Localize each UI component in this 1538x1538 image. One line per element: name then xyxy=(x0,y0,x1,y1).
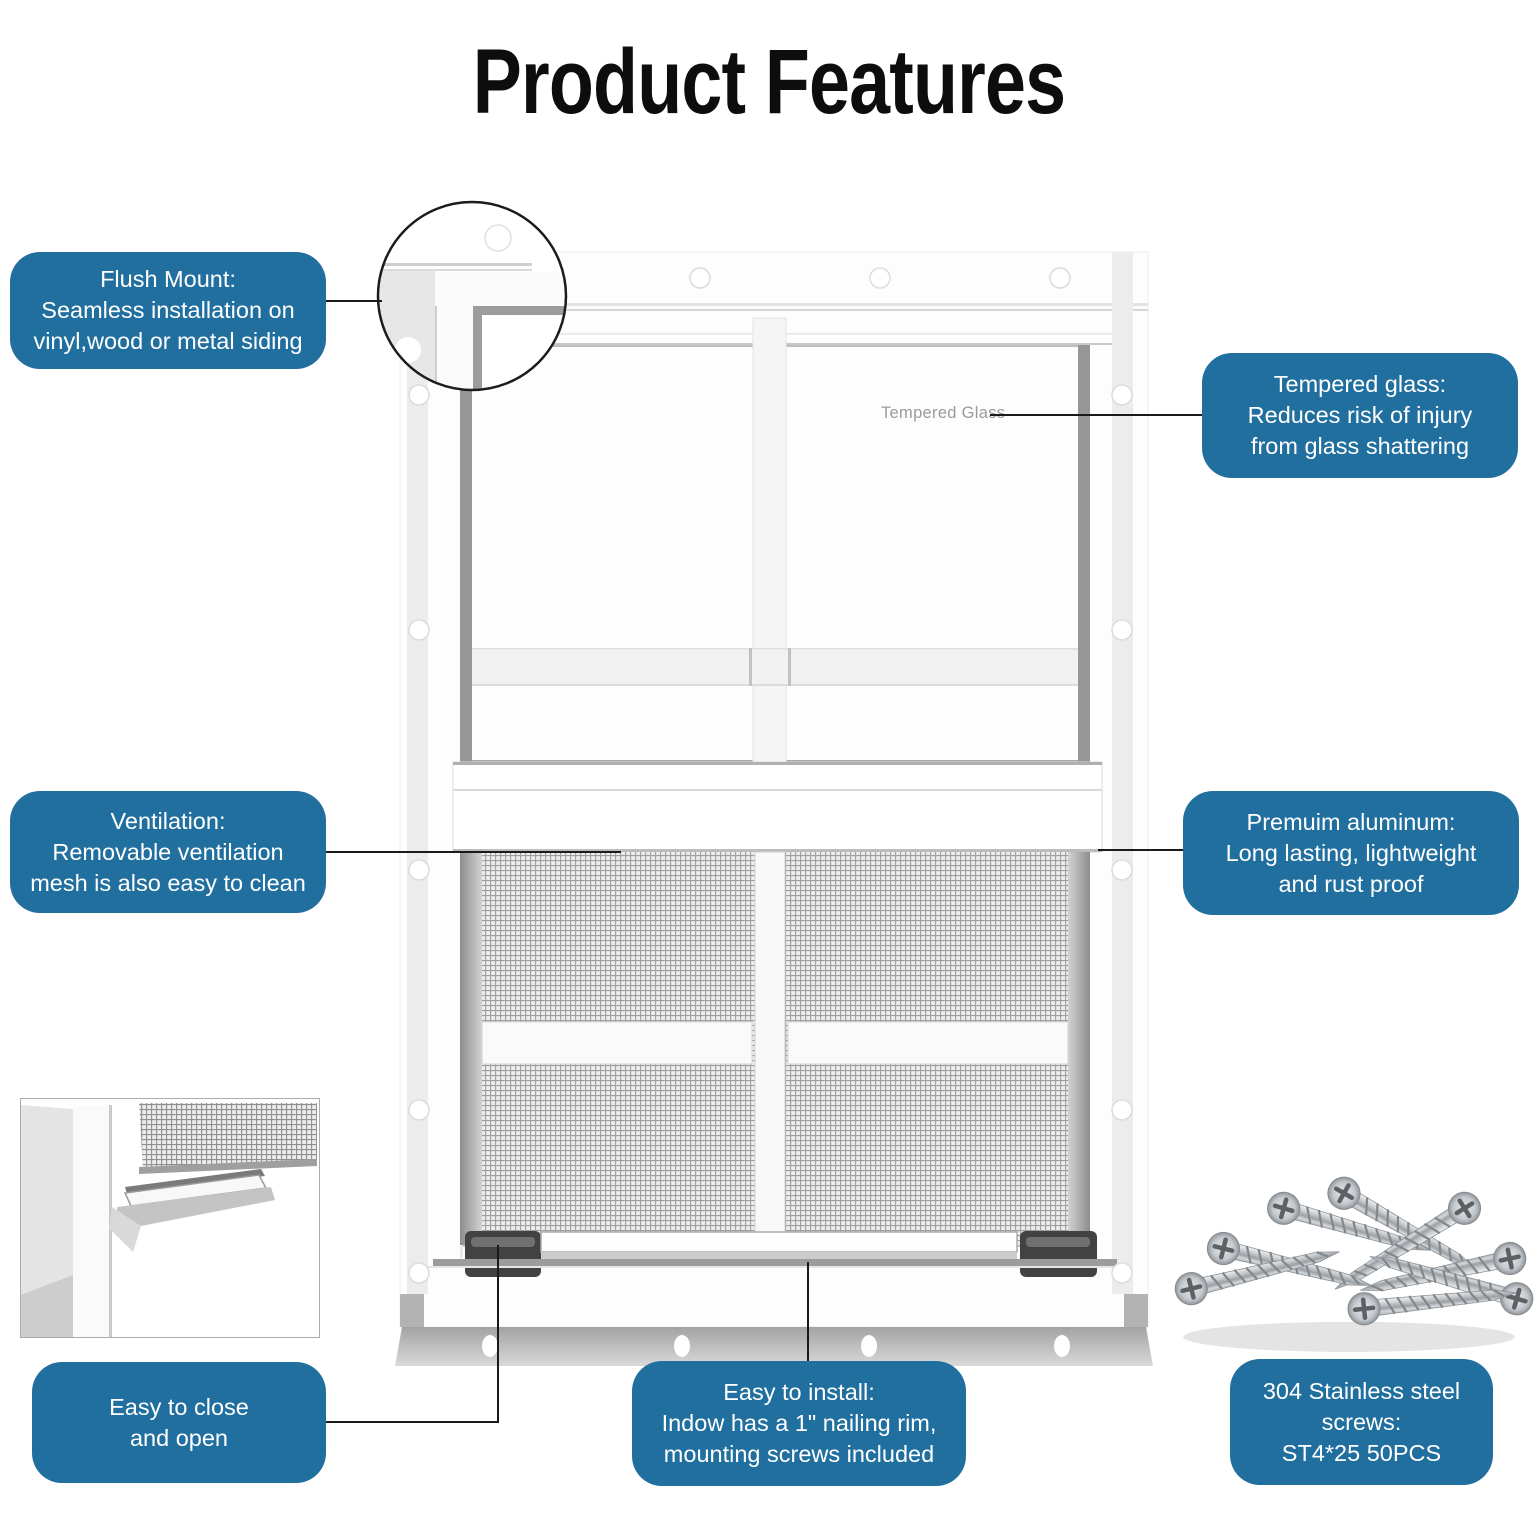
tempered-glass-inline-label: Tempered Glass xyxy=(881,404,1006,422)
callout-premium-aluminum: Premuim aluminum: Long lasting, lightwei… xyxy=(1183,791,1519,915)
window-check-rail xyxy=(452,761,1103,853)
connector-tempered-glass xyxy=(990,414,1202,416)
callout-easy-close: Easy to close and open xyxy=(32,1362,326,1483)
page-title: Product Features xyxy=(472,31,1066,133)
callout-screws: 304 Stainless steel screws: ST4*25 50PCS xyxy=(1230,1359,1493,1485)
connector-easy-close-vertical xyxy=(497,1245,499,1423)
bottom-nailing-flange xyxy=(395,1327,1153,1366)
connector-ventilation xyxy=(325,851,621,853)
connector-easy-close-horizontal xyxy=(325,1421,499,1423)
connector-flush-mount xyxy=(325,300,382,302)
connector-premium-aluminum xyxy=(1098,849,1183,851)
callout-flush-mount: Flush Mount: Seamless installation on vi… xyxy=(10,252,326,369)
callout-tempered-glass: Tempered glass: Reduces risk of injury f… xyxy=(1202,353,1518,478)
track-detail-photo xyxy=(20,1098,320,1338)
window-illustration xyxy=(376,200,1153,1366)
screws-photo xyxy=(1163,1138,1538,1352)
callout-ventilation: Ventilation: Removable ventilation mesh … xyxy=(10,791,326,913)
ventilation-mesh-screen xyxy=(460,851,1090,1259)
magnifier-corner-detail xyxy=(376,200,568,392)
track-detail-drawing xyxy=(21,1099,319,1337)
callout-easy-install: Easy to install: Indow has a 1" nailing … xyxy=(632,1361,966,1486)
connector-easy-install xyxy=(807,1262,809,1362)
window-bottom-rail xyxy=(395,1231,1153,1366)
